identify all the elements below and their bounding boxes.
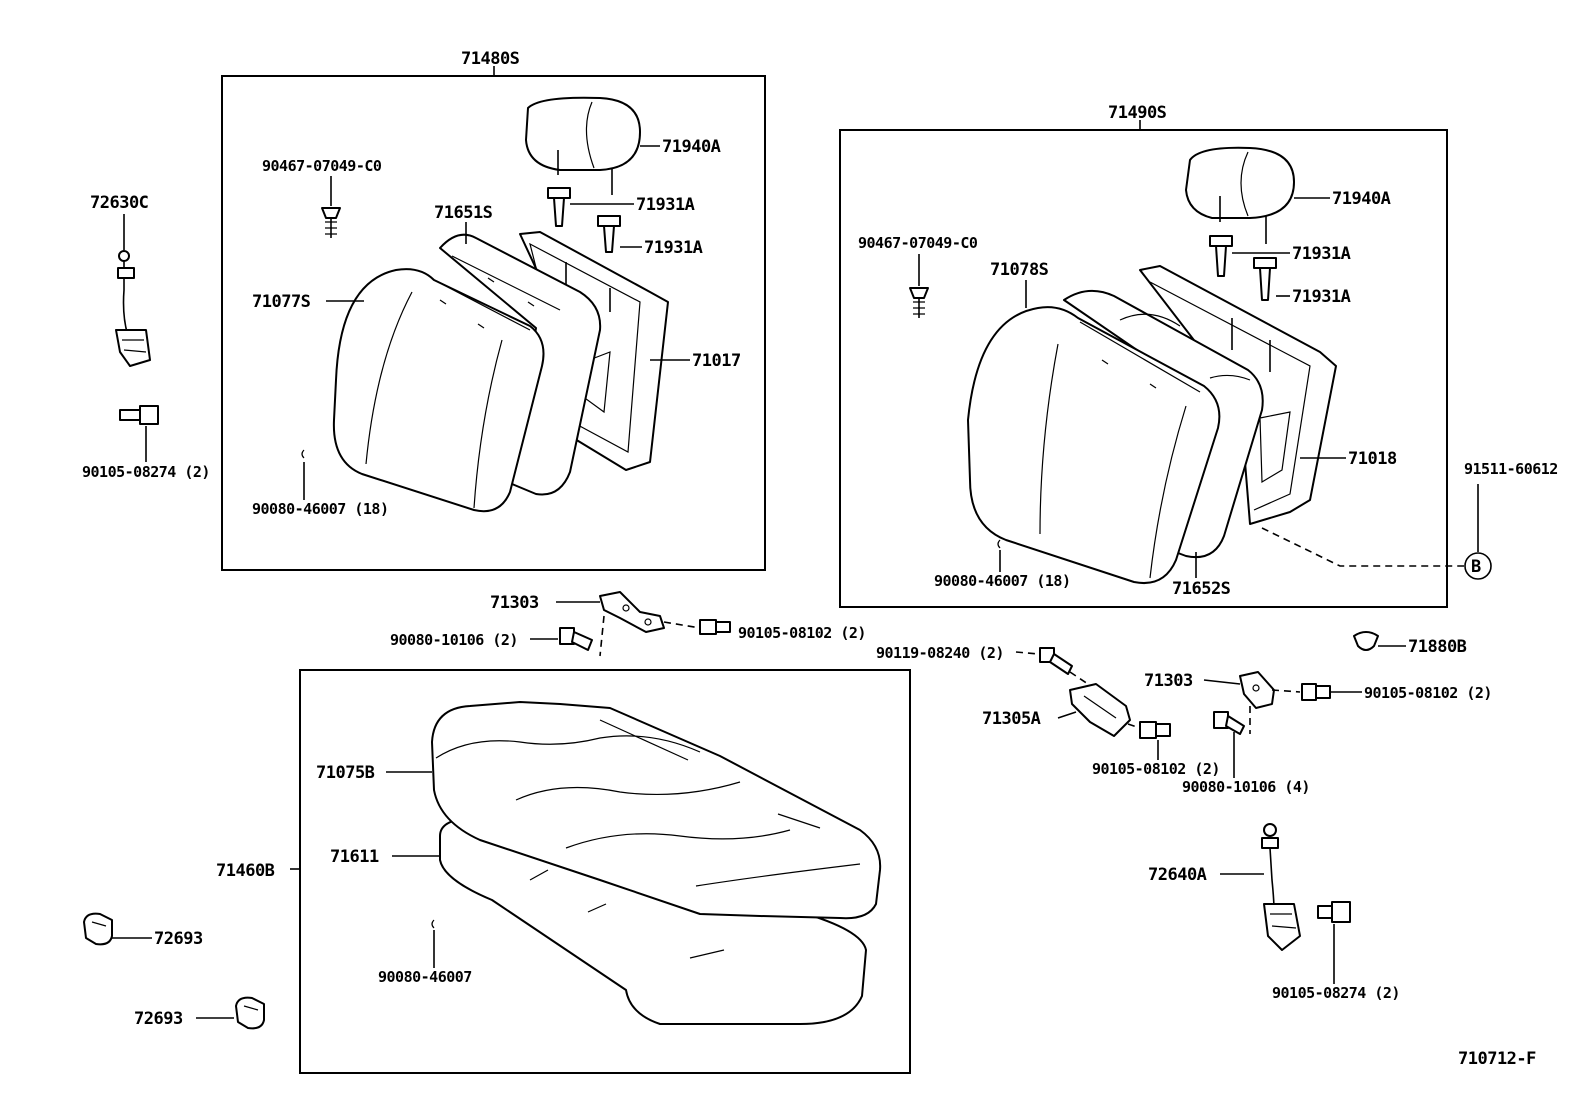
label-71940A-left: 71940A	[662, 137, 721, 157]
label-71017: 71017	[692, 351, 741, 371]
hog-ring-left	[301, 449, 305, 459]
label-71303-right: 71303	[1144, 671, 1193, 691]
dash-hinge-bolt	[599, 615, 605, 657]
hog-ring-right	[997, 539, 1001, 549]
label-71931A-left-2: 71931A	[644, 238, 703, 258]
dash-71303-bolt	[663, 621, 701, 629]
dash-71305A-bolt	[1127, 723, 1141, 729]
label-71931A-left-1: 71931A	[636, 195, 695, 215]
label-90105-08274-right: 90105-08274 (2)	[1272, 984, 1400, 1002]
label-90105-08274-left: 90105-08274 (2)	[82, 463, 210, 481]
label-90467-left: 90467-07049-C0	[262, 157, 382, 175]
label-90080-46007-left: 90080-46007 (18)	[252, 500, 389, 518]
bolt-90105-08102-left	[699, 619, 731, 635]
label-90080-10106-left: 90080-10106 (2)	[390, 631, 518, 649]
headrest-left	[525, 96, 641, 195]
label-71460B: 71460B	[216, 861, 275, 881]
buckle-cover-72693-2	[235, 996, 265, 1030]
bolt-90105-08274-right	[1317, 901, 1351, 923]
clip-90467-left	[321, 207, 341, 238]
headrest-support-left-1	[547, 187, 571, 227]
bolt-90105-08102-right	[1301, 683, 1331, 701]
headrest-support-right-1	[1209, 235, 1233, 277]
label-71305A: 71305A	[982, 709, 1041, 729]
label-91511-60612: 91511-60612	[1464, 460, 1558, 478]
dash-71303-right-bolt	[1271, 689, 1301, 693]
label-71880B: 71880B	[1408, 637, 1467, 657]
label-71078S: 71078S	[990, 260, 1049, 280]
dash-90119	[1015, 651, 1039, 655]
label-90080-46007-right: 90080-46007 (18)	[934, 572, 1071, 590]
label-71940A-right: 71940A	[1332, 189, 1391, 209]
seatback-cover-left	[332, 268, 545, 513]
label-71075B: 71075B	[316, 763, 375, 783]
label-72693-1: 72693	[154, 929, 203, 949]
label-90105-08102-left: 90105-08102 (2)	[738, 624, 866, 642]
label-71480S: 71480S	[461, 49, 520, 69]
label-71931A-right-2: 71931A	[1292, 287, 1351, 307]
label-71931A-right-1: 71931A	[1292, 244, 1351, 264]
label-90105-08102-right: 90105-08102 (2)	[1364, 684, 1492, 702]
clip-71880B	[1353, 631, 1379, 651]
label-90105-08102-low: 90105-08102 (2)	[1092, 760, 1220, 778]
headrest-support-right-2	[1253, 257, 1277, 301]
hinge-71303-left	[599, 591, 665, 633]
figure-code: 710712-F	[1458, 1049, 1536, 1069]
bolt-90119-08240	[1039, 647, 1073, 675]
label-71611: 71611	[330, 847, 379, 867]
seatback-cover-right	[967, 306, 1221, 584]
bolt-90105-08102-low	[1139, 721, 1171, 739]
label-ref-B: B	[1471, 557, 1481, 577]
bolt-90105-08274-left	[119, 405, 159, 425]
seat-cushion-cover	[431, 701, 882, 920]
bolt-90080-10106-left	[559, 627, 593, 651]
hinge-71303-right	[1239, 671, 1275, 709]
clip-90467-right	[909, 287, 929, 318]
label-72693-2: 72693	[134, 1009, 183, 1029]
seat-belt-72630C	[115, 250, 151, 367]
label-72630C: 72630C	[90, 193, 148, 213]
assembly-box-71460B	[299, 669, 911, 1074]
seat-belt-72640A	[1261, 823, 1301, 951]
label-71651S: 71651S	[434, 203, 493, 223]
label-71652S: 71652S	[1172, 579, 1231, 599]
headrest-right	[1185, 146, 1295, 244]
label-90119-08240: 90119-08240 (2)	[876, 644, 1004, 662]
label-90080-10106-right: 90080-10106 (4)	[1182, 778, 1310, 796]
bracket-71305A	[1069, 683, 1131, 737]
hog-ring-cushion	[431, 919, 435, 929]
buckle-cover-72693-1	[83, 912, 113, 946]
bolt-90080-10106-right	[1213, 711, 1245, 735]
label-72640A: 72640A	[1148, 865, 1207, 885]
seatback-pad-left	[439, 233, 602, 496]
label-71490S: 71490S	[1108, 103, 1167, 123]
reference-dashed-line	[1261, 527, 1464, 567]
assembly-box-71490S	[839, 129, 1448, 608]
headrest-support-left-2	[597, 215, 621, 253]
label-90467-right: 90467-07049-C0	[858, 234, 978, 252]
label-71018: 71018	[1348, 449, 1397, 469]
label-90080-46007-cushion: 90080-46007	[378, 968, 472, 986]
label-71303-left: 71303	[490, 593, 539, 613]
seatback-pad-right	[1063, 289, 1264, 558]
label-71077S: 71077S	[252, 292, 311, 312]
reference-circle-B	[1464, 552, 1492, 580]
